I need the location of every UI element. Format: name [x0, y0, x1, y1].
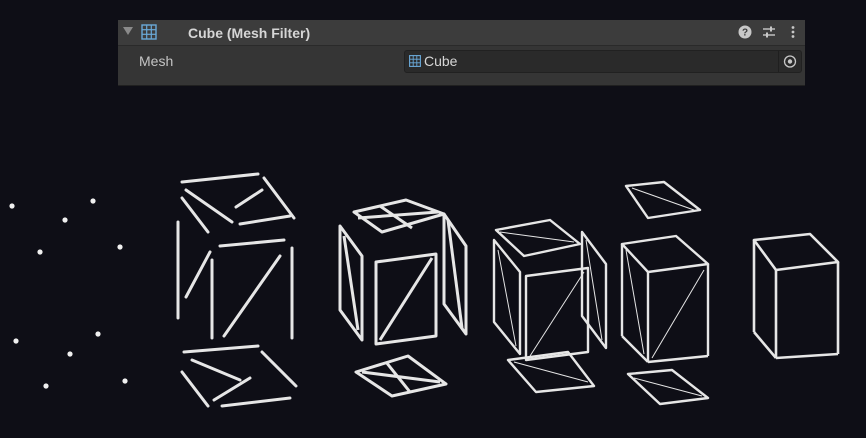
mesh-grid-icon	[141, 24, 157, 40]
solid-cube-wireframe	[752, 232, 840, 360]
component-title: Cube (Mesh Filter)	[188, 25, 311, 41]
exploded-quads	[338, 198, 468, 398]
svg-text:?: ?	[742, 28, 748, 39]
foldout-arrow-icon[interactable]	[123, 27, 133, 35]
more-menu-icon[interactable]	[786, 25, 800, 39]
object-picker-button[interactable]	[778, 51, 801, 72]
component-header[interactable]: Cube (Mesh Filter) ?	[118, 20, 805, 46]
presets-icon[interactable]	[762, 25, 776, 39]
vertex-points	[9, 198, 128, 389]
mesh-object-field[interactable]: Cube	[404, 50, 802, 73]
mesh-property-label: Mesh	[139, 53, 174, 69]
mesh-grid-icon	[409, 55, 421, 67]
help-icon[interactable]: ?	[738, 25, 752, 39]
partial-cube	[620, 234, 710, 364]
object-picker-icon	[783, 55, 797, 68]
mesh-field-value: Cube	[424, 53, 458, 69]
mesh-filter-component: Cube (Mesh Filter) ? Mesh Cube	[118, 20, 805, 86]
exploded-triangles	[176, 172, 298, 408]
exploded-faces	[492, 180, 710, 406]
